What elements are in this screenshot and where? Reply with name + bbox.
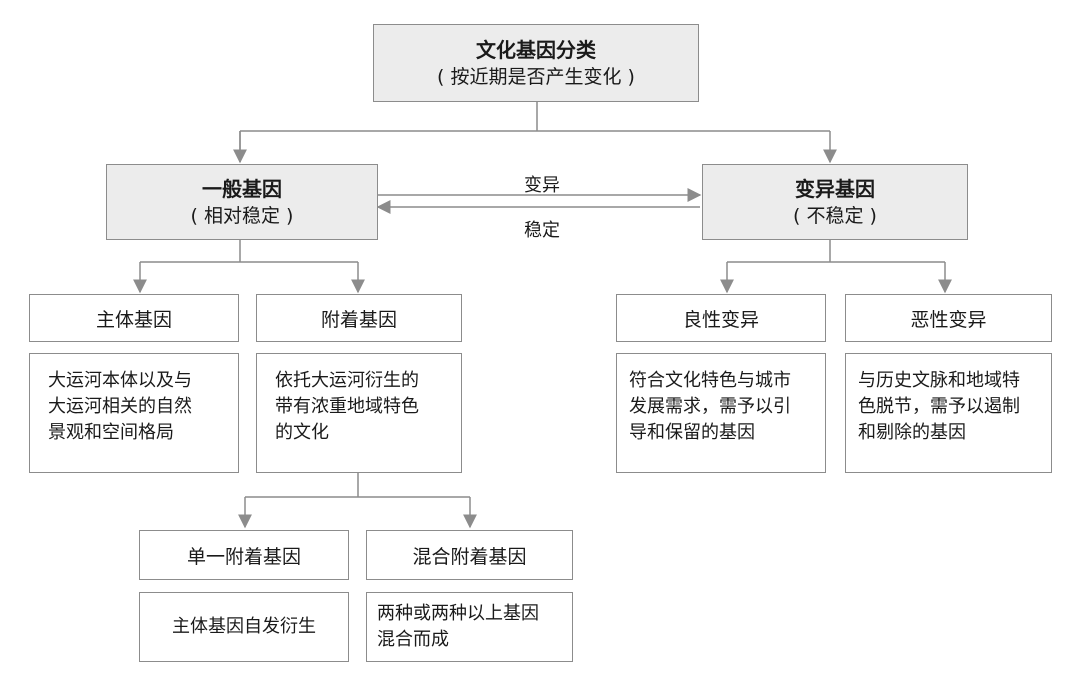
single-attached-label: 单一附着基因 [186, 545, 301, 568]
malign-variant-desc-line: 与历史文脉和地域特 [858, 370, 1020, 391]
single-attached-box: 单一附着基因 [139, 530, 349, 580]
variant-gene-title: 变异基因 [795, 177, 875, 201]
benign-variant-desc: 符合文化特色与城市 发展需求，需予以引 导和保留的基因 [616, 353, 826, 473]
backward-arrow-label: 稳定 [524, 220, 560, 241]
benign-variant-label: 良性变异 [682, 308, 759, 331]
general-gene-title: 一般基因 [202, 177, 282, 201]
variant-gene-subtitle: ( 不稳定 ) [793, 205, 877, 227]
benign-variant-desc-line: 符合文化特色与城市 [629, 370, 791, 391]
attached-gene-desc-line: 带有浓重地域特色 [275, 396, 419, 417]
general-gene-box: 一般基因 ( 相对稳定 ) [106, 164, 378, 240]
single-attached-desc: 主体基因自发衍生 [139, 592, 349, 662]
attached-gene-box: 附着基因 [256, 294, 462, 342]
main-gene-desc-line: 景观和空间格局 [48, 422, 174, 443]
general-gene-subtitle: ( 相对稳定 ) [190, 205, 294, 227]
malign-variant-label: 恶性变异 [910, 308, 987, 331]
root-title: 文化基因分类 [476, 38, 596, 62]
main-gene-desc: 大运河本体以及与 大运河相关的自然 景观和空间格局 [29, 353, 239, 473]
root-box: 文化基因分类 ( 按近期是否产生变化 ) [373, 24, 699, 102]
mixed-attached-label: 混合附着基因 [412, 545, 527, 568]
variant-gene-box: 变异基因 ( 不稳定 ) [702, 164, 968, 240]
main-gene-desc-line: 大运河本体以及与 [48, 370, 192, 391]
malign-variant-desc: 与历史文脉和地域特 色脱节，需予以遏制 和剔除的基因 [845, 353, 1052, 473]
root-connector [239, 101, 830, 162]
attached-gene-desc: 依托大运河衍生的 带有浓重地域特色 的文化 [256, 353, 462, 473]
malign-variant-desc-line: 和剔除的基因 [858, 422, 966, 443]
attached-gene-desc-line: 的文化 [275, 422, 329, 443]
malign-variant-box: 恶性变异 [845, 294, 1052, 342]
attached-gene-label: 附着基因 [320, 308, 397, 331]
single-attached-desc-line: 主体基因自发衍生 [172, 616, 316, 637]
mixed-attached-desc: 两种或两种以上基因 混合而成 [366, 592, 573, 662]
mixed-attached-desc-line: 混合而成 [377, 629, 449, 650]
root-subtitle: ( 按近期是否产生变化 ) [437, 66, 635, 88]
attached-gene-desc-line: 依托大运河衍生的 [275, 370, 419, 391]
main-gene-box: 主体基因 [29, 294, 239, 342]
benign-variant-box: 良性变异 [616, 294, 826, 342]
main-gene-label: 主体基因 [95, 308, 172, 331]
malign-variant-desc-line: 色脱节，需予以遏制 [858, 396, 1020, 417]
mixed-attached-box: 混合附着基因 [366, 530, 573, 580]
mixed-attached-desc-line: 两种或两种以上基因 [377, 603, 539, 624]
benign-variant-desc-line: 发展需求，需予以引 [629, 396, 791, 417]
forward-arrow-label: 变异 [524, 175, 560, 196]
benign-variant-desc-line: 导和保留的基因 [629, 422, 755, 443]
main-gene-desc-line: 大运河相关的自然 [48, 396, 192, 417]
